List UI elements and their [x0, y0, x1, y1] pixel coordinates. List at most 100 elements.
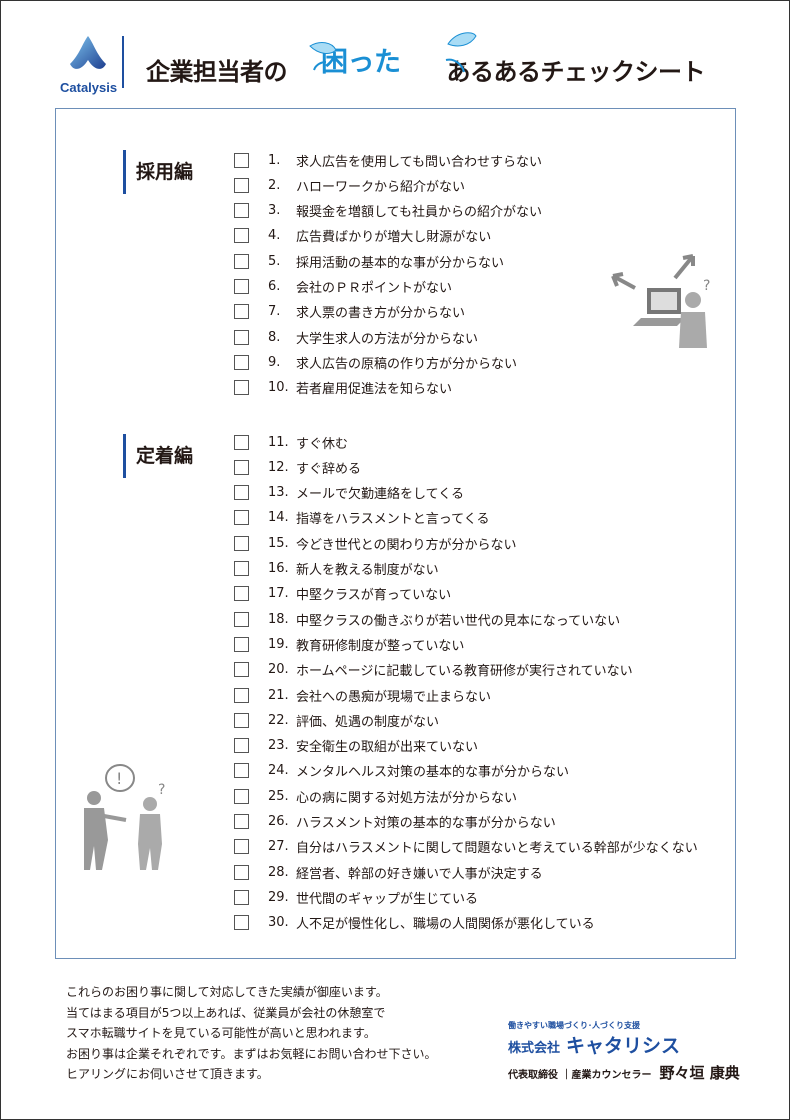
- page-title: 企業担当者の 困った あるあるチェックシート: [146, 47, 706, 89]
- item-text: 若者雇用促進法を知らない: [296, 382, 453, 398]
- checklist-item: 24.メンタルヘルス対策の基本的な事が分からない: [234, 761, 569, 781]
- item-number: 8.: [268, 329, 281, 345]
- item-text: 経営者、幹部の好き嫌いで人事が決定する: [296, 866, 543, 882]
- checkbox[interactable]: [234, 152, 249, 168]
- checkbox[interactable]: [234, 889, 249, 905]
- item-number: 19.: [268, 636, 289, 652]
- company-prefix: 株式会社: [508, 1041, 561, 1056]
- checklist-item: 12.すぐ辞める: [234, 457, 361, 477]
- checkbox[interactable]: [234, 738, 249, 754]
- item-number: 20.: [268, 662, 289, 678]
- item-number: 2.: [268, 177, 281, 193]
- rep-name: 野々垣 康典: [659, 1064, 740, 1082]
- item-number: 15.: [268, 535, 289, 551]
- item-number: 6.: [268, 279, 281, 294]
- checkbox[interactable]: [234, 864, 249, 880]
- item-number: 7.: [268, 304, 281, 320]
- checkbox[interactable]: [234, 485, 249, 501]
- title-highlight: 困った: [321, 47, 401, 78]
- checklist-item: 14. 指導をハラスメントと言ってくる: [234, 508, 489, 528]
- checklist-item: 15.今どき世代との関わり方が分からない: [234, 533, 516, 553]
- checkbox[interactable]: [234, 561, 249, 576]
- checkbox[interactable]: [234, 839, 249, 855]
- checklist-item: 16. 新人を教える制度がない: [234, 559, 439, 579]
- sweat-drop-icon: [309, 42, 337, 71]
- checkbox[interactable]: [234, 788, 249, 804]
- title-pre: 企業担当者の: [146, 58, 288, 86]
- item-number: 26.: [268, 814, 289, 829]
- checkbox[interactable]: [234, 228, 249, 244]
- item-text: 求人票の書き方が分からない: [296, 306, 466, 322]
- item-text: 会社への愚痴が現場で止まらない: [296, 689, 492, 705]
- checkbox[interactable]: [234, 380, 249, 396]
- item-number: 28.: [268, 864, 289, 880]
- checkbox[interactable]: [234, 915, 249, 931]
- item-number: 18.: [268, 611, 289, 627]
- item-text: 大学生求人の方法が分からない: [296, 331, 479, 347]
- item-number: 1.: [268, 152, 281, 168]
- checklist-item: 21.会社への愚痴が現場で止まらない: [234, 685, 491, 705]
- checklist-item: 5.採用活動の基本的な事が分からない: [234, 251, 504, 271]
- checklist-item: 8. 大学生求人の方法が分からない: [234, 327, 478, 347]
- section-label: 採用編: [123, 150, 193, 194]
- checkbox[interactable]: [234, 611, 249, 627]
- checkbox[interactable]: [234, 177, 249, 193]
- item-text: 新人を教える制度がない: [296, 563, 439, 578]
- checkbox[interactable]: [234, 203, 249, 219]
- checkbox[interactable]: [234, 535, 249, 551]
- checkbox[interactable]: [234, 662, 249, 678]
- item-text: すぐ辞める: [296, 461, 362, 477]
- item-text: メールで欠勤連絡をしてくる: [296, 487, 464, 503]
- checkbox[interactable]: [234, 279, 249, 294]
- item-number: 30.: [268, 915, 289, 931]
- checkbox[interactable]: [234, 354, 249, 370]
- checkbox[interactable]: [234, 712, 249, 728]
- footer-line: スマホ転職サイトを見ている可能性が高いと思われます。: [66, 1026, 376, 1040]
- checkbox[interactable]: [234, 687, 249, 703]
- title-post: あるあるチェックシート: [446, 58, 706, 86]
- item-number: 25.: [268, 788, 289, 804]
- company-tagline: 働きやすい職場づくり･人づくり支援: [508, 1021, 640, 1030]
- item-text: 評価、処遇の制度がない: [296, 714, 440, 730]
- checkbox[interactable]: [234, 763, 249, 779]
- representative: 代表取締役 ｜産業カウンセラー野々垣 康典: [508, 1062, 740, 1083]
- checklist-item: 6.会社のＰＲポイントがない: [234, 277, 452, 297]
- checklist-item: 1.求人広告を使用しても問い合わせすらない: [234, 150, 542, 170]
- logo-text: Catalysis: [60, 80, 118, 95]
- checkbox[interactable]: [234, 304, 249, 320]
- checkbox[interactable]: [234, 329, 249, 345]
- checklist-item: 11.すぐ休む: [234, 432, 348, 452]
- item-text: 中堅クラスの働きぶりが若い世代の見本になっていない: [296, 613, 621, 629]
- item-number: 14.: [268, 510, 289, 526]
- item-number: 24.: [268, 763, 289, 779]
- checklist-item: 9.求人広告の原稿の作り方が分からない: [234, 352, 517, 372]
- checklist-item: 13.メールで欠勤連絡をしてくる: [234, 483, 464, 503]
- checkbox[interactable]: [234, 636, 249, 652]
- checkbox[interactable]: [234, 459, 249, 475]
- footer-line: ヒアリングにお伺いさせて頂きます。: [66, 1067, 269, 1081]
- footer-line: お困り事は企業それぞれです。まずはお気軽にお問い合わせ下さい。: [66, 1046, 437, 1061]
- company-name: 株式会社キャタリシス: [508, 1031, 740, 1058]
- item-number: 10.: [268, 380, 289, 396]
- checklist-item: 20.ホームページに記載している教育研修が実行されていない: [234, 660, 633, 680]
- checkbox[interactable]: [234, 434, 249, 450]
- checklist-item: 27.自分はハラスメントに関して問題ないと考えている幹部が少なくない: [234, 837, 698, 857]
- checkbox[interactable]: [234, 814, 249, 829]
- checkbox[interactable]: [234, 510, 249, 526]
- svg-text:!: !: [116, 769, 122, 788]
- item-text: 安全衛生の取組が出来ていない: [296, 740, 479, 756]
- checklist-item: 26.ハラスメント対策の基本的な事が分からない: [234, 812, 556, 832]
- checkbox[interactable]: [234, 586, 249, 602]
- svg-text:?: ?: [703, 278, 710, 294]
- online-worker-illustration: ?: [611, 254, 710, 348]
- checklist-item: 10. 若者雇用促進法を知らない: [234, 378, 452, 398]
- checklist-item: 3.報奨金を増額しても社員からの紹介がない: [234, 201, 542, 221]
- checkbox[interactable]: [234, 253, 249, 269]
- footer-text: これらのお困り事に関して対応してきた実績が御座います。 当てはまる項目が5つ以上…: [66, 982, 436, 1085]
- item-number: 3.: [268, 203, 281, 219]
- item-text: 指導をハラスメントと言ってくる: [296, 512, 490, 528]
- item-number: 22.: [268, 712, 289, 728]
- item-number: 16.: [268, 561, 289, 576]
- footer-line: これらのお困り事に関して対応してきた実績が御座います。: [66, 985, 388, 999]
- company-block: 働きやすい職場づくり･人づくり支援 株式会社キャタリシス 代表取締役 ｜産業カウ…: [508, 1020, 740, 1083]
